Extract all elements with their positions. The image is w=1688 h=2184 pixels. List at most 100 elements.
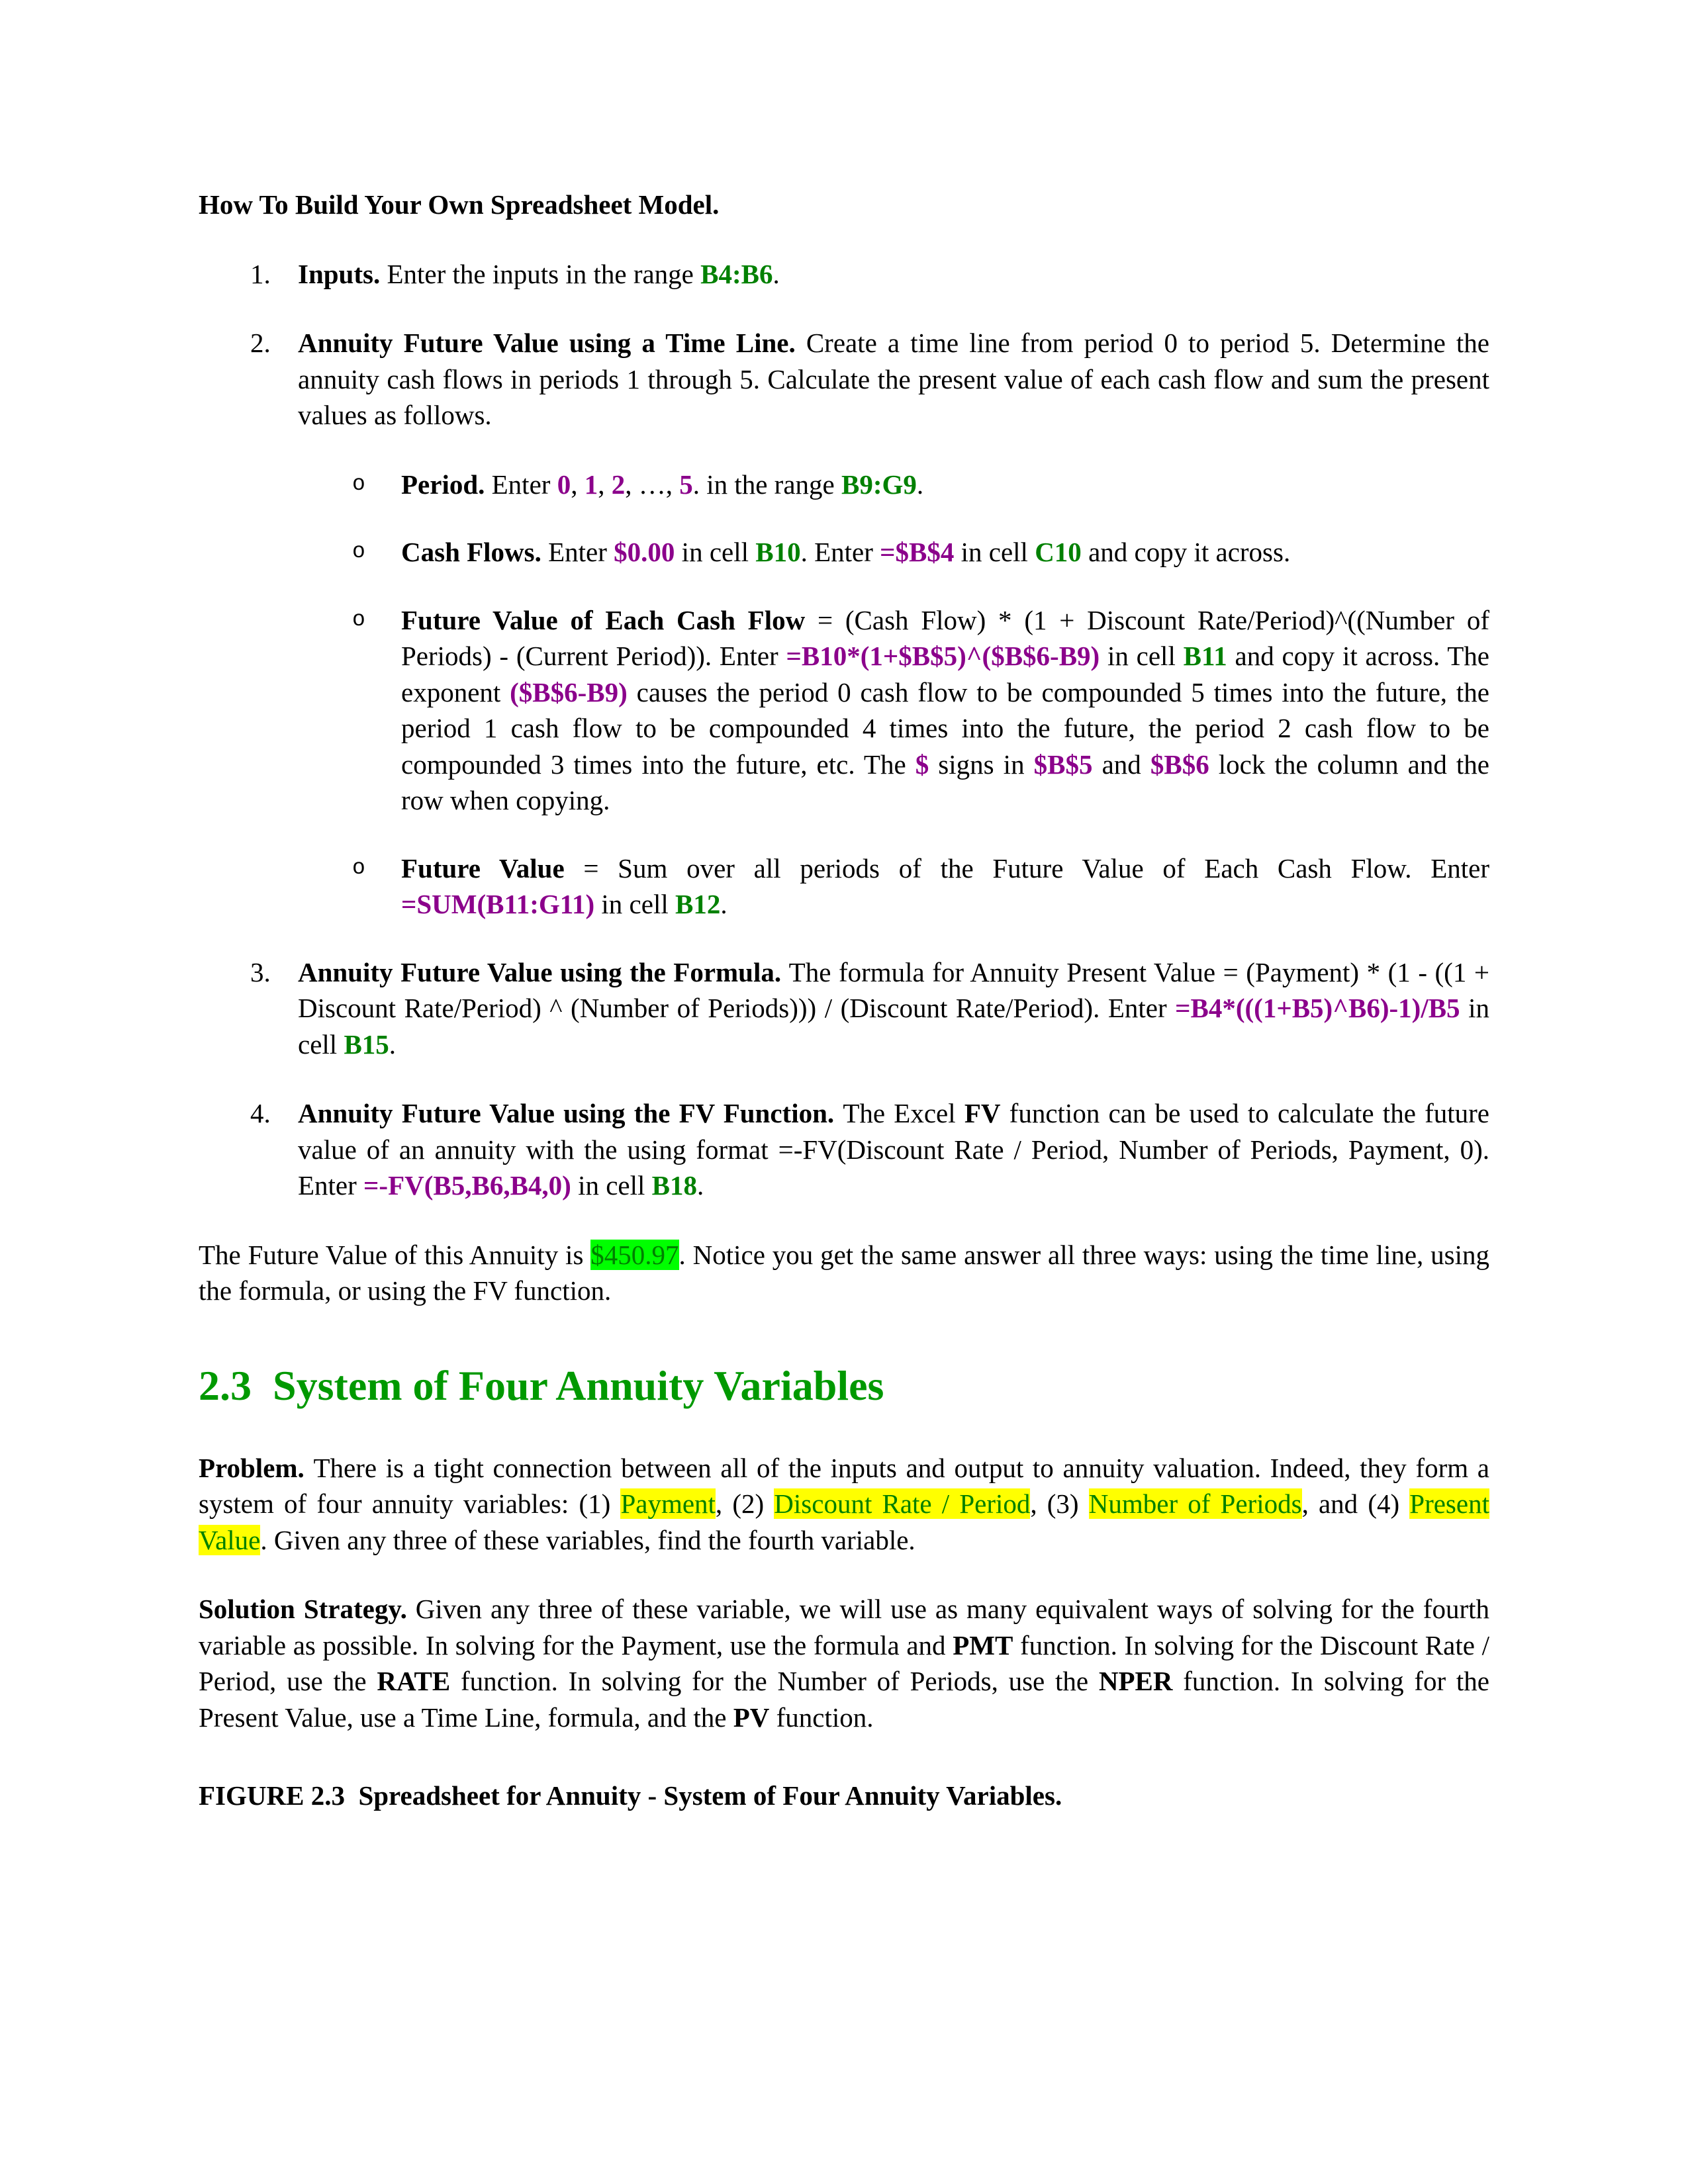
text-run: function. In solving for the Number of P… — [450, 1666, 1099, 1697]
text-run: B12 — [675, 889, 721, 920]
text-run: FIGURE 2.3 Spreadsheet for Annuity - Sys… — [199, 1780, 1062, 1811]
bullet-fv-each-cash-flow-text: Future Value of Each Cash Flow = (Cash F… — [401, 605, 1489, 816]
text-run: function can be used to calculate the fu… — [298, 1098, 1489, 1201]
text-run: . — [773, 258, 780, 289]
text-run: 2.3 System of Four Annuity Variables — [199, 1361, 884, 1409]
text-run: in cell — [954, 537, 1035, 568]
bullet-cash-flows: o Cash Flows. Enter $0.00 in cell B10. En… — [199, 534, 1489, 570]
text-run: , — [571, 469, 585, 500]
list-item-inputs: 1. Inputs. Enter the inputs in the range … — [199, 256, 1489, 293]
text-run: in cell — [594, 889, 675, 920]
text-run: Given any three of these variable, we wi… — [199, 1594, 1489, 1661]
text-run: B15 — [344, 1028, 389, 1060]
text-run: . Given any three of these variables, fi… — [260, 1524, 915, 1555]
text-run: function. In solving for the Present Val… — [199, 1666, 1490, 1733]
text-run: Number of Periods — [1088, 1488, 1302, 1520]
text-run: Cash Flows. — [401, 537, 549, 568]
text-run: . — [389, 1028, 397, 1060]
text-run: The Future Value of this Annuity is — [199, 1239, 591, 1270]
text-run: Inputs. — [298, 258, 387, 289]
text-run: . in the range — [692, 469, 841, 500]
text-run: , — [598, 469, 612, 500]
list-item-timeline-text: Annuity Future Value using a Time Line. … — [298, 328, 1489, 430]
text-run: $B$5 — [1033, 749, 1093, 780]
text-run: Future Value of Each Cash Flow — [401, 604, 806, 635]
text-run: How To Build Your Own Spreadsheet Model. — [199, 189, 720, 220]
text-run: B4:B6 — [700, 258, 773, 289]
text-run: Enter the inputs in the range — [387, 258, 701, 289]
bullet-marker: o — [352, 855, 365, 880]
text-run: , …, — [625, 469, 680, 500]
bullet-marker: o — [352, 539, 365, 565]
problem-paragraph: Problem. There is a tight connection bet… — [199, 1450, 1489, 1559]
text-run: There is a tight connection between all … — [199, 1452, 1489, 1520]
section-heading-2-3: 2.3 System of Four Annuity Variables — [199, 1361, 1489, 1412]
text-run: =B4*(((1+B5)^B6)-1)/B5 — [1175, 993, 1460, 1024]
list-item-formula-text: Annuity Future Value using the Formula. … — [298, 957, 1489, 1060]
bullet-marker: o — [352, 607, 365, 632]
text-run: 0 — [557, 469, 571, 500]
text-run: =$B$4 — [880, 537, 955, 568]
text-run: Payment — [620, 1488, 716, 1520]
text-run: ($B$6-B9) — [510, 676, 628, 707]
text-run: Period. — [401, 469, 492, 500]
text-run: and copy it across. — [1081, 537, 1291, 568]
list-item-inputs-text: Inputs. Enter the inputs in the range B4… — [298, 259, 780, 289]
bullet-period-text: Period. Enter 0, 1, 2, …, 5. in the rang… — [401, 469, 923, 500]
text-run: lock the column and the row when copying… — [401, 749, 1489, 816]
text-run: 5 — [679, 469, 693, 500]
text-run: , (2) — [715, 1488, 774, 1520]
text-run: Enter — [491, 469, 557, 500]
text-run: . — [720, 889, 727, 920]
text-run: B10 — [755, 537, 801, 568]
text-run: Enter — [548, 537, 614, 568]
bullet-future-value: o Future Value = Sum over all periods of … — [199, 850, 1489, 923]
text-run: in cell — [675, 537, 756, 568]
result-paragraph: The Future Value of this Annuity is $450… — [199, 1237, 1489, 1309]
text-run: and — [1092, 749, 1150, 780]
text-run: =SUM(B11:G11) — [401, 889, 595, 920]
text-run: Annuity Future Value using a Time Line. — [298, 328, 806, 359]
text-run: Annuity Future Value using the FV Functi… — [298, 1098, 843, 1129]
text-run: . Enter — [800, 537, 880, 568]
solution-strategy-paragraph: Solution Strategy. Given any three of th… — [199, 1591, 1489, 1735]
list-number-1: 1. — [250, 258, 271, 289]
bullet-cash-flows-text: Cash Flows. Enter $0.00 in cell B10. Ent… — [401, 537, 1290, 567]
text-run: =-FV(B5,B6,B4,0) — [363, 1170, 571, 1201]
text-run: NPER — [1098, 1666, 1173, 1697]
figure-caption: FIGURE 2.3 Spreadsheet for Annuity - Sys… — [199, 1778, 1489, 1814]
list-number-4: 4. — [250, 1098, 271, 1129]
text-run: Future Value — [401, 852, 565, 884]
text-run: Solution Strategy. — [199, 1594, 416, 1625]
text-run: $B$6 — [1150, 749, 1209, 780]
text-run: function. In solving for the Discount Ra… — [199, 1629, 1489, 1697]
text-run: in cell — [571, 1170, 652, 1201]
bullet-future-value-text: Future Value = Sum over all periods of t… — [401, 853, 1489, 920]
text-run: in cell — [1100, 641, 1184, 672]
bullet-marker: o — [352, 471, 365, 496]
text-run: causes the period 0 cash flow to be comp… — [401, 676, 1489, 780]
text-run: . Notice you get the same answer all thr… — [199, 1239, 1489, 1306]
text-run: , and (4) — [1301, 1488, 1410, 1520]
text-run: The formula for Annuity Present Value = … — [298, 956, 1489, 1024]
text-run: , (3) — [1030, 1488, 1089, 1520]
text-run: $0.00 — [614, 537, 675, 568]
text-run: FV — [964, 1098, 1001, 1129]
text-run: RATE — [377, 1666, 451, 1697]
text-run: B18 — [651, 1170, 698, 1201]
text-run: Create a time line from period 0 to peri… — [298, 328, 1489, 431]
text-run: C10 — [1035, 537, 1082, 568]
text-run: $450.97 — [590, 1239, 679, 1270]
text-run: B11 — [1183, 641, 1227, 672]
bullet-period: o Period. Enter 0, 1, 2, …, 5. in the ran… — [199, 467, 1489, 503]
text-run: Discount Rate / Period — [774, 1488, 1031, 1520]
text-run: = (Cash Flow) * (1 + Discount Rate/Perio… — [401, 604, 1489, 672]
text-run: . — [916, 469, 924, 500]
list-item-timeline: 2.Annuity Future Value using a Time Line… — [199, 325, 1489, 433]
text-run: = Sum over all periods of the Future Val… — [564, 852, 1489, 884]
bullet-fv-each-cash-flow: o Future Value of Each Cash Flow = (Cash … — [199, 602, 1489, 819]
heading-how-to-build: How To Build Your Own Spreadsheet Model. — [199, 187, 1489, 223]
list-item-fv-function: 4. Annuity Future Value using the FV Func… — [199, 1095, 1489, 1204]
text-run: 2 — [611, 469, 626, 500]
